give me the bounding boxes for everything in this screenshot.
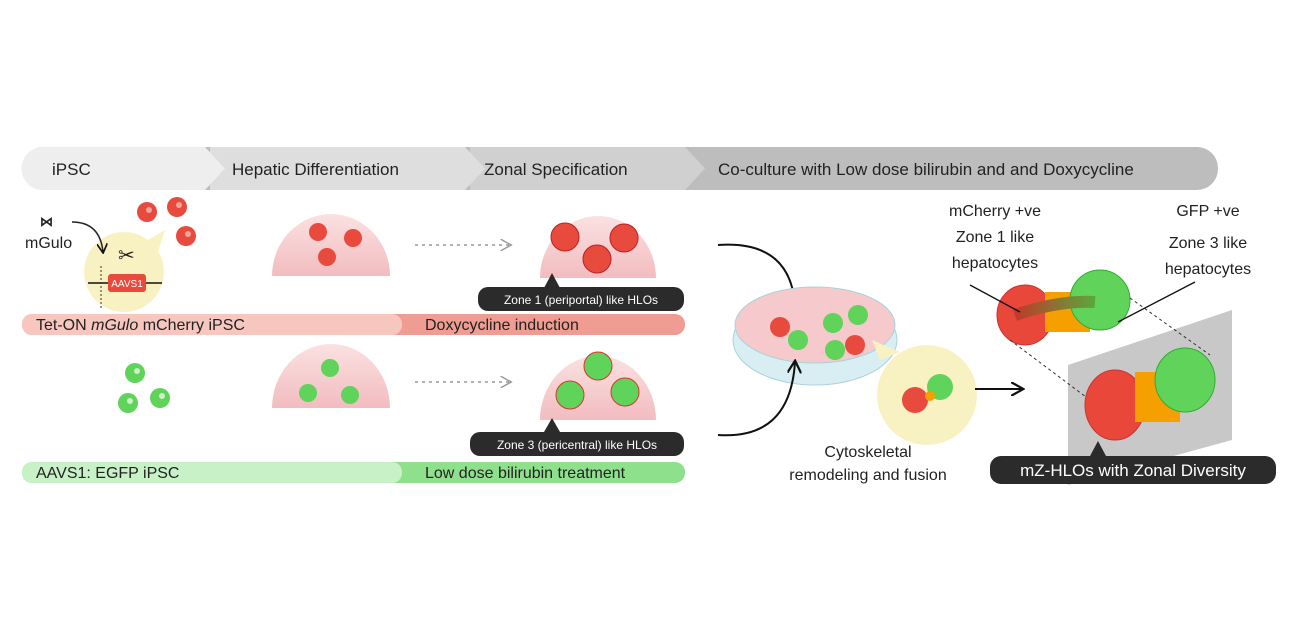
egfp-bar-right: Low dose bilirubin treatment — [425, 465, 626, 482]
result-label — [990, 456, 1276, 484]
zone3-label-text: Zone 3 (pericentral) like HLOs — [497, 438, 657, 452]
zone1-pointer — [969, 284, 1021, 313]
fusion-text-2: remodeling and fusion — [789, 467, 946, 484]
stage-ipsc-bg — [21, 147, 225, 190]
zone3-label — [470, 432, 684, 456]
dna-icon: ⋈ — [40, 214, 53, 229]
mcherry-bar-right: Doxycycline induction — [425, 317, 579, 334]
right-annotation-3: hepatocytes — [1165, 261, 1251, 278]
egfp-bar-left: AAVS1: EGFP iPSC — [36, 465, 179, 482]
gene-label: mGulo — [25, 235, 72, 252]
left-annotation-2: Zone 1 like — [956, 229, 1034, 246]
right-annotation-1: GFP +ve — [1176, 203, 1239, 220]
egfp-ipsc-cells — [118, 363, 170, 413]
mcherry-bar: Tet-ON mGulo mCherry iPSC Doxycycline in… — [22, 314, 685, 335]
insert-arrow — [71, 221, 103, 252]
stage-ipsc: iPSC — [52, 160, 91, 179]
dome-zonal-bottom — [540, 351, 656, 420]
left-annotation-3: hepatocytes — [952, 255, 1038, 272]
stage-co-culture: Co-culture with Low dose bilirubin and a… — [718, 160, 1134, 179]
dome-hepatic-bottom — [272, 344, 390, 408]
left-annotation-1: mCherry +ve — [949, 203, 1041, 220]
fusion-bubble — [872, 340, 977, 445]
zone3-pointer — [1117, 281, 1196, 323]
mz-hlo-section — [1084, 347, 1216, 441]
locus-label: AAVS1 — [111, 279, 143, 290]
stage-hepatic-bg — [210, 147, 485, 190]
zone1-label-text: Zone 1 (periportal) like HLOs — [504, 293, 658, 307]
right-annotation-2: Zone 3 like — [1169, 235, 1247, 252]
egfp-bar: AAVS1: EGFP iPSC Low dose bilirubin trea… — [22, 462, 685, 483]
result-label-text: mZ-HLOs with Zonal Diversity — [1020, 461, 1246, 480]
zone1-label — [478, 287, 684, 311]
mcherry-bar-left: Tet-ON mGulo mCherry iPSC — [36, 317, 245, 334]
stage-banner: iPSC Hepatic Differentiation Zonal Speci… — [21, 147, 1218, 190]
dome-hepatic-top — [272, 214, 390, 276]
fusion-text-1: Cytoskeletal — [824, 444, 911, 461]
merge-arrow-bottom — [717, 362, 795, 437]
scissors-icon: ✂ — [118, 245, 135, 267]
culture-dish — [732, 286, 898, 386]
aavs1-locus — [108, 274, 146, 292]
mz-hlo-3d — [996, 269, 1131, 346]
dome-zonal-top — [540, 216, 656, 278]
stage-zonal-bg — [470, 147, 705, 190]
mgulo-knockin: ⋈ mGulo AAVS1 ✂ — [25, 197, 196, 312]
stage-hepatic: Hepatic Differentiation — [232, 160, 399, 179]
stage-zonal: Zonal Specification — [484, 160, 628, 179]
